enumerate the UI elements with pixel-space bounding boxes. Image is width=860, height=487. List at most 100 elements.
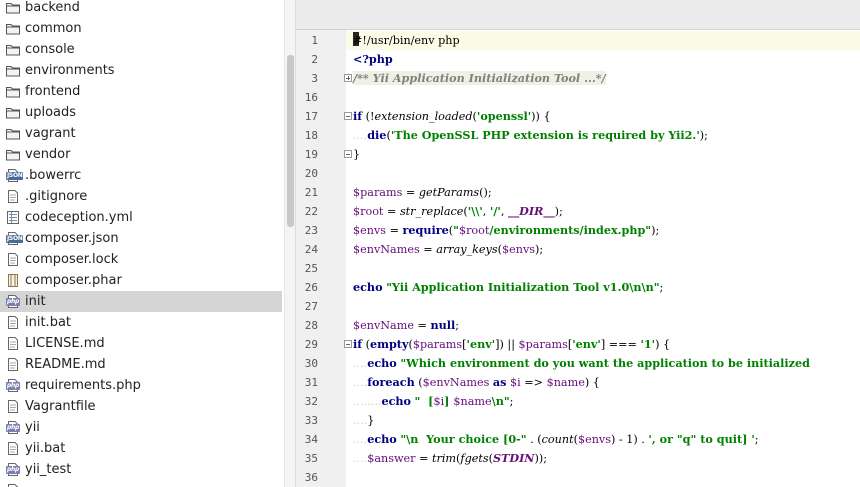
- line-number: 34: [304, 433, 318, 446]
- code-token: ) {: [655, 338, 671, 351]
- tree-item-label: yii.bat: [25, 441, 66, 456]
- code-token: );: [535, 243, 544, 256]
- code-token: $name: [546, 376, 585, 389]
- code-line[interactable]: ........echo " [$i] $name\n";: [353, 392, 513, 411]
- code-line[interactable]: $params = getParams();: [353, 183, 492, 202]
- tree-item-label: composer.json: [25, 231, 119, 246]
- tree-item[interactable]: codeception.yml: [0, 207, 282, 228]
- tree-item[interactable]: README.md: [0, 354, 282, 375]
- code-token: (: [573, 433, 578, 446]
- tree-item[interactable]: uploads: [0, 102, 282, 123]
- tree-item[interactable]: composer.lock: [0, 249, 282, 270]
- code-token: ();: [479, 186, 492, 199]
- code-line[interactable]: $envName = null;: [353, 316, 459, 335]
- expand-fold-icon[interactable]: [344, 74, 352, 82]
- project-tree-scroll-thumb[interactable]: [287, 55, 294, 227]
- project-tree-scrollbar[interactable]: [284, 0, 295, 487]
- code-token: array_keys: [436, 243, 498, 256]
- tree-item[interactable]: vendor: [0, 144, 282, 165]
- code-token: __DIR__: [507, 204, 555, 218]
- code-line[interactable]: echo "Yii Application Initialization Too…: [353, 278, 663, 297]
- code-token: 'env': [572, 337, 601, 351]
- code-token: count: [541, 433, 574, 446]
- code-line[interactable]: ....echo "Which environment do you want …: [353, 354, 810, 373]
- code-token: getParams: [418, 186, 480, 199]
- tree-item[interactable]: console: [0, 39, 282, 60]
- code-line[interactable]: /** Yii Application Initialization Tool …: [353, 69, 606, 88]
- code-line[interactable]: if (!extension_loaded('openssl')) {: [353, 107, 551, 126]
- code-token: STDIN: [492, 451, 535, 465]
- code-token: die: [367, 128, 387, 142]
- code-token: );: [699, 129, 708, 142]
- code-token: '\\': [467, 204, 483, 218]
- tree-item[interactable]: LICENSE.md: [0, 333, 282, 354]
- code-line[interactable]: if (empty($params['env']) || $params['en…: [353, 335, 670, 354]
- code-token: $answer: [367, 452, 416, 465]
- code-token: . (: [526, 433, 542, 446]
- code-token: $i: [433, 395, 445, 408]
- code-line[interactable]: ....foreach ($envNames as $i => $name) {: [353, 373, 600, 392]
- line-number: 24: [304, 243, 318, 256]
- collapse-fold-icon[interactable]: [344, 112, 352, 120]
- line-number: 1: [311, 34, 318, 47]
- tree-item[interactable]: JSON.bowerrc: [0, 165, 282, 186]
- code-line[interactable]: <?php: [353, 50, 393, 69]
- tree-item[interactable]: composer.phar: [0, 270, 282, 291]
- code-token: 'The OpenSSL PHP extension is required b…: [390, 128, 700, 142]
- code-token: #!/usr/bin/env php: [353, 34, 460, 47]
- code-token: ,: [482, 205, 490, 218]
- code-area[interactable]: #!/usr/bin/env php <?php/** Yii Applicati…: [346, 30, 860, 487]
- code-line[interactable]: ....}: [353, 411, 374, 430]
- code-token: $envNames: [422, 376, 490, 389]
- code-line[interactable]: }: [353, 145, 360, 164]
- code-line[interactable]: $envs = require("$root/environments/inde…: [353, 221, 659, 240]
- code-line[interactable]: #!/usr/bin/env php: [353, 31, 460, 50]
- tree-item[interactable]: backend: [0, 0, 282, 18]
- code-line[interactable]: $root = str_replace('\\', '/', __DIR__);: [353, 202, 563, 221]
- tree-item[interactable]: .gitignore: [0, 186, 282, 207]
- line-number: 22: [304, 205, 318, 218]
- code-line[interactable]: $envNames = array_keys($envs);: [353, 240, 543, 259]
- code-token: ));: [534, 452, 548, 465]
- code-line[interactable]: ....$answer = trim(fgets(STDIN));: [353, 449, 547, 468]
- tree-item[interactable]: yii.bat: [0, 438, 282, 459]
- code-token: =: [413, 319, 431, 332]
- code-token: '/': [489, 204, 501, 218]
- code-token: ........: [353, 395, 382, 408]
- code-token: " [: [414, 394, 434, 408]
- code-token: );: [651, 224, 660, 237]
- tree-item[interactable]: vagrant: [0, 123, 282, 144]
- tree-item[interactable]: Vagrantfile: [0, 396, 282, 417]
- tree-item[interactable]: common: [0, 18, 282, 39]
- tree-item[interactable]: environments: [0, 60, 282, 81]
- code-token: =: [386, 224, 403, 237]
- tree-item-label: frontend: [25, 84, 81, 99]
- tree-item-label: requirements.php: [25, 378, 141, 393]
- code-token: (: [472, 110, 477, 123]
- collapse-fold-icon[interactable]: [344, 340, 352, 348]
- code-token: foreach: [367, 375, 415, 389]
- json-file-icon: JSON: [6, 232, 24, 245]
- code-line[interactable]: ....echo "\n Your choice [0-" . (count($…: [353, 430, 759, 449]
- folder-icon: [6, 127, 20, 140]
- line-number: 27: [304, 300, 318, 313]
- text-file-icon: [6, 190, 20, 203]
- code-token: ;: [455, 319, 460, 332]
- folder-icon: [6, 85, 20, 98]
- tree-item[interactable]: frontend: [0, 81, 282, 102]
- tree-item[interactable]: init.bat: [0, 312, 282, 333]
- text-file-icon: [6, 400, 20, 413]
- code-line[interactable]: ....die('The OpenSSL PHP extension is re…: [353, 126, 708, 145]
- tree-item[interactable]: php: [0, 480, 282, 487]
- tree-item-label: composer.lock: [25, 252, 119, 267]
- tree-item-label: codeception.yml: [25, 210, 133, 225]
- code-token: (: [456, 452, 461, 465]
- collapse-fold-icon[interactable]: [344, 150, 352, 158]
